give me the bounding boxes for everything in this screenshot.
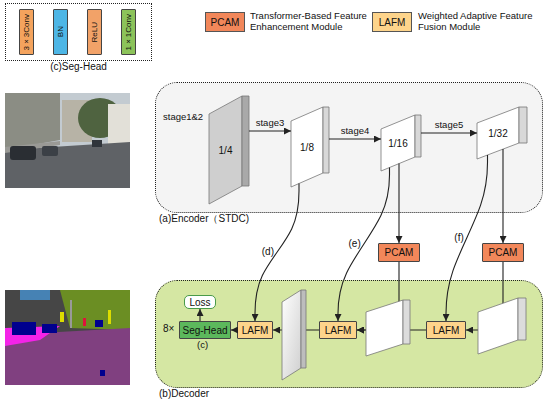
lafm-module: LAFM: [426, 321, 466, 339]
feature-side: [415, 115, 421, 157]
pcam-module: PCAM: [482, 243, 524, 262]
seg-car: [95, 320, 103, 327]
seg-vegetation: [60, 290, 130, 330]
photo-car: [10, 146, 36, 160]
layer-block: 1×1Conv: [121, 9, 136, 55]
photo-building: [5, 93, 60, 150]
feature-face: [381, 115, 415, 171]
feature-map: 1/16: [381, 115, 421, 171]
node-label: LAFM: [433, 325, 460, 336]
layer-block: ReLU: [87, 9, 102, 55]
feature-face: [209, 96, 242, 204]
node-label: 3×3Conv: [23, 14, 31, 51]
node-label: PCAM: [385, 247, 414, 258]
group-heading: (c)Seg-Head: [6, 61, 151, 72]
node-label: 1/8: [300, 142, 314, 153]
node-label: 1/4: [219, 145, 233, 156]
decoder-group: (b)DecoderLossSeg-HeadLAFMLAFMLAFM: [155, 280, 543, 388]
feature-side: [323, 107, 329, 173]
photo-road: [5, 142, 130, 188]
photo-car: [92, 140, 102, 147]
node-label: 1/32: [488, 128, 507, 139]
node-label: BN: [57, 26, 65, 37]
feature-face: [291, 107, 323, 187]
layer-block: BN: [53, 9, 68, 55]
node-label: LAFM: [325, 325, 352, 336]
photo-building: [108, 104, 130, 148]
seg-car: [12, 322, 36, 335]
feature-map: 1/4: [209, 96, 249, 204]
group-heading: (a)Encoder（STDC): [159, 213, 249, 224]
seg-person: [83, 318, 86, 326]
seg-car: [42, 324, 57, 333]
seg-object: [100, 370, 105, 376]
feature-map: 1/8: [291, 107, 329, 187]
group-heading: (b)Decoder: [159, 388, 209, 399]
node-label: Seg-Head: [182, 325, 227, 336]
seg-sign: [60, 312, 64, 322]
seg-sign: [108, 310, 111, 324]
node-label: 1/16: [388, 138, 407, 149]
connection-tag: (e): [349, 238, 361, 249]
node-label: PCAM: [489, 247, 518, 258]
legend-text: Weighted Adaptive Feature Fusion Module: [418, 11, 548, 33]
photo-car: [42, 146, 58, 156]
legend-swatch: [372, 12, 412, 32]
module-group: (c)Seg-Head3×3ConvBNReLU1×1Conv: [5, 3, 152, 61]
seg-sky: [20, 290, 50, 300]
segmentation-map: [5, 290, 130, 385]
feature-map: 1/32: [477, 107, 527, 159]
lafm-module: LAFM: [237, 321, 273, 339]
legend-abbreviation: PCAM: [211, 17, 240, 28]
encoder-group: (a)Encoder（STDC)1/41/81/161/32: [155, 82, 543, 213]
lafm-module: LAFM: [319, 321, 357, 339]
node-label: 1×1Conv: [125, 14, 133, 51]
node-label: LAFM: [242, 325, 269, 336]
photo-sky: [5, 93, 130, 188]
node-label: Loss: [189, 297, 210, 308]
pcam-module: PCAM: [378, 243, 420, 262]
layer-block: 3×3Conv: [19, 9, 34, 55]
node-label: ReLU: [91, 22, 99, 42]
connection-tag: (d): [262, 246, 274, 257]
legend-abbreviation: LAFM: [379, 17, 406, 28]
seg-building: [5, 290, 130, 385]
feature-side: [519, 107, 527, 143]
legend-text: Transformer-Based Feature Enhancement Mo…: [250, 11, 370, 33]
connection-tag: (f): [454, 232, 463, 243]
legend-swatch: [205, 12, 245, 32]
loss-box: Loss: [184, 295, 216, 309]
feature-face: [477, 107, 519, 159]
seg-head-box: Seg-Head: [179, 321, 231, 339]
seg-pole: [70, 300, 72, 328]
feature-side: [242, 96, 249, 186]
street-photo: [5, 93, 130, 188]
